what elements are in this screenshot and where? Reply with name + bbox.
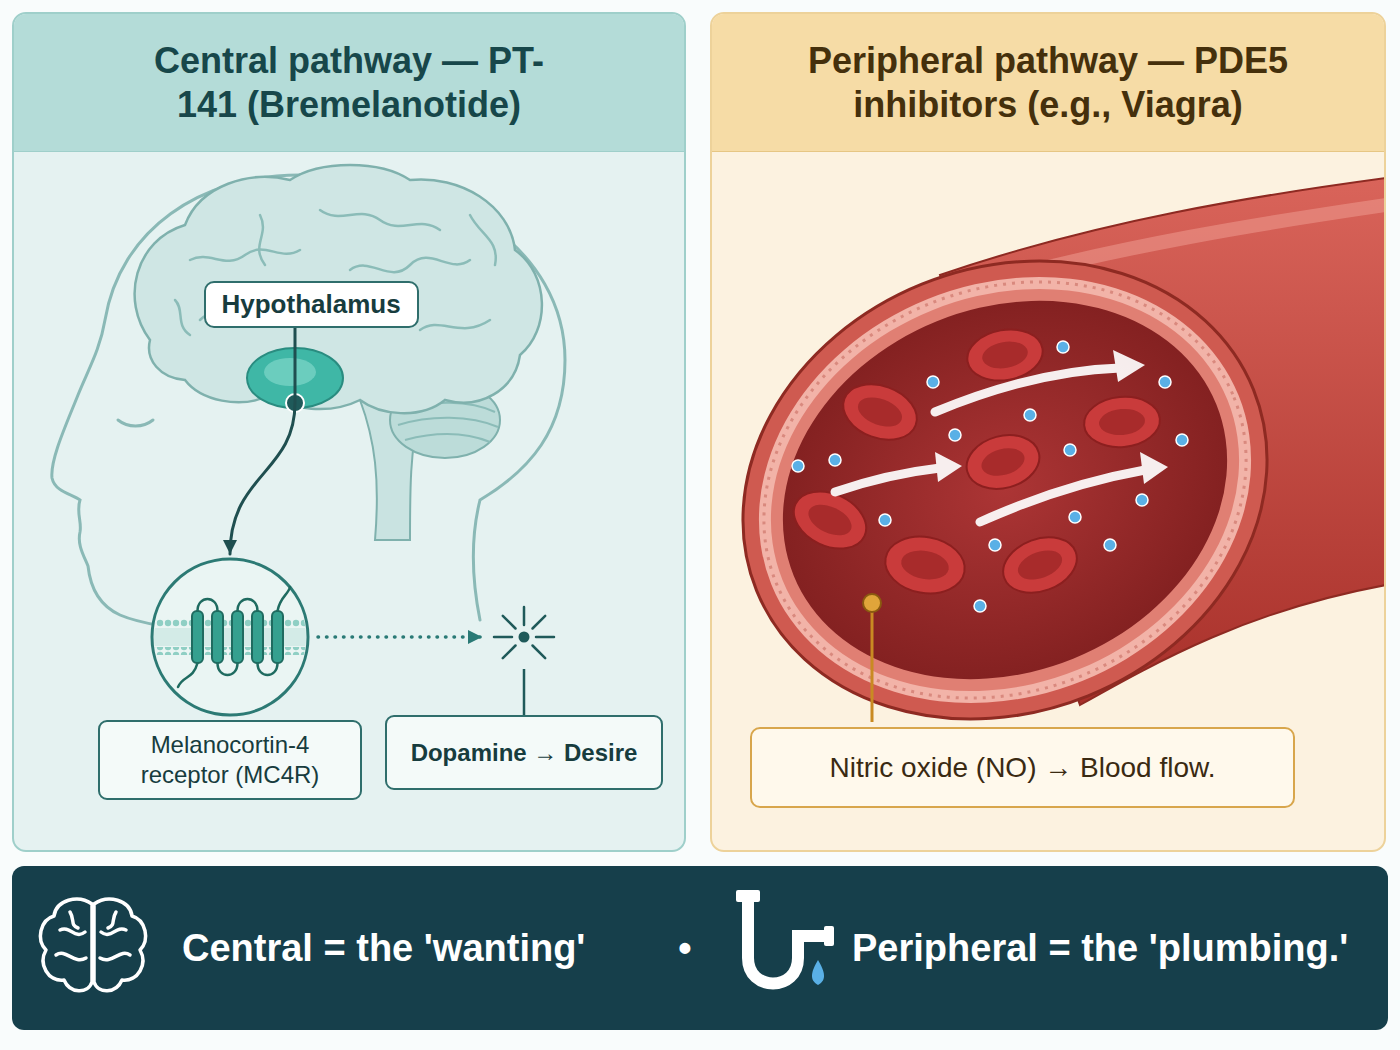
effect-group: Dopamine → Desire <box>385 599 663 790</box>
box-label: Hypothalamus <box>222 289 401 319</box>
label-box: Dopamine → Desire <box>385 715 663 790</box>
connector-arrow <box>230 328 295 554</box>
summary-slot: • <box>662 866 708 1030</box>
pathway-panel: Central pathway — PT-141 (Bremelanotide)… <box>12 12 686 852</box>
signal-burst <box>486 599 562 675</box>
region-label: Hypothalamus <box>204 281 419 328</box>
box-label: Melanocortin-4 receptor (MC4R) <box>110 730 350 790</box>
pathway-panel: Peripheral pathway — PDE5 inhibitors (e.… <box>710 12 1386 852</box>
panel-heading: Central pathway — PT-141 (Bremelanotide) <box>14 14 684 152</box>
effect-label: Nitric oxide (NO) → Blood flow. <box>750 727 1295 808</box>
panel-heading: Peripheral pathway — PDE5 inhibitors (e.… <box>712 14 1384 152</box>
receptor-icon <box>148 555 312 719</box>
summary-text: Peripheral = the 'plumbing.' <box>852 927 1348 970</box>
box-label: Dopamine → Desire <box>411 738 638 768</box>
label-box: Melanocortin-4 receptor (MC4R) <box>98 720 362 800</box>
summary-band: Central = the 'wanting' • Peripheral = the… <box>12 866 1388 1030</box>
receptor-group: Melanocortin-4 receptor (MC4R) <box>98 555 362 806</box>
summary-text: Central = the 'wanting' <box>182 927 585 970</box>
signal-stem <box>521 669 527 715</box>
summary-slot: Peripheral = the 'plumbing.' <box>852 866 1382 1030</box>
box-label: Nitric oxide (NO) → Blood flow. <box>830 752 1216 784</box>
connector-arrow <box>318 635 482 639</box>
summary-slot: Central = the 'wanting' <box>182 866 662 1030</box>
separator-dot: • <box>678 927 691 970</box>
